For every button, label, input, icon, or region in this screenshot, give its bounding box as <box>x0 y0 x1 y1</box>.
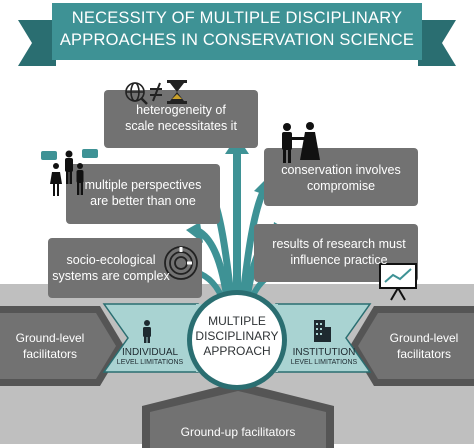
left-facilitators-inner <box>0 313 116 379</box>
building-icon <box>314 320 331 342</box>
left-facilitators-text: Ground-level facilitators <box>4 330 96 362</box>
globe-icon <box>125 82 148 105</box>
center-line-3: APPROACH <box>203 344 271 358</box>
socio-ecological-text: socio-ecological systems are complex <box>48 252 174 284</box>
center-line-2: DISCIPLINARY <box>195 329 279 343</box>
perspectives-text: multiple perspectives are better than on… <box>66 177 220 209</box>
ground-up-facilitators-inner <box>150 391 326 448</box>
center-approach-text: MULTIPLE DISCIPLINARY APPROACH <box>188 314 286 359</box>
handshake-icon <box>282 122 320 163</box>
person-icon <box>143 320 151 343</box>
title-banner <box>18 3 456 66</box>
practice-text: results of research must influence pract… <box>260 236 418 268</box>
individual-limitations-sub: LEVEL LIMITATIONS <box>116 359 184 366</box>
socio-ecological-line-2: systems are complex <box>52 269 170 283</box>
hourglass-icon <box>167 80 187 104</box>
perspectives-line-1: multiple perspectives <box>84 178 202 192</box>
compromise-box <box>264 148 418 206</box>
compromise-text: conservation involves compromise <box>264 162 418 194</box>
institution-limitations-sub: LEVEL LIMITATIONS <box>290 359 358 366</box>
left-facilitators-line-2: facilitators <box>22 347 78 361</box>
title-banner-text: NECESSITY OF MULTIPLE DISCIPLINARY APPRO… <box>56 7 418 51</box>
compromise-line-2: compromise <box>306 179 376 193</box>
title-line-2: APPROACHES IN CONSERVATION SCIENCE <box>59 31 415 49</box>
practice-line-2: influence practice <box>290 253 388 267</box>
maze-icon <box>164 246 198 280</box>
heterogeneity-text: heterogeneity of scale necessitates it <box>104 102 258 134</box>
heterogeneity-box <box>104 90 258 148</box>
socio-ecological-line-1: socio-ecological <box>66 253 156 267</box>
center-circle-inner <box>192 295 282 385</box>
right-facilitators-text: Ground-level facilitators <box>378 330 470 362</box>
heterogeneity-line-1: heterogeneity of <box>136 103 226 117</box>
title-line-1: NECESSITY OF MULTIPLE DISCIPLINARY <box>71 9 403 27</box>
ground-up-facilitators-text: Ground-up facilitators <box>180 425 296 439</box>
right-facilitators-line-2: facilitators <box>396 347 452 361</box>
banner-tail-right <box>418 20 456 66</box>
practice-line-1: results of research must <box>272 237 406 251</box>
right-facilitators-inner <box>358 313 474 379</box>
center-line-1: MULTIPLE <box>208 314 266 328</box>
heterogeneity-line-2: scale necessitates it <box>125 119 237 133</box>
perspectives-line-2: are better than one <box>90 194 196 208</box>
socio-ecological-box <box>48 238 202 298</box>
left-facilitators-line-1: Ground-level <box>15 331 85 345</box>
institution-limitations-title: INSTITUTION <box>292 347 356 358</box>
banner-tail-left <box>18 20 56 66</box>
perspectives-box <box>66 164 220 224</box>
presentation-chart-icon <box>379 263 417 301</box>
individual-limitations-title: INDIVIDUAL <box>121 347 179 358</box>
individual-limitations-arrow <box>102 303 199 373</box>
people-speech-icon <box>41 149 98 196</box>
right-facilitators-line-1: Ground-level <box>389 331 459 345</box>
not-equal-icon <box>150 82 162 102</box>
practice-box <box>254 224 418 282</box>
compromise-line-1: conservation involves <box>281 163 401 177</box>
banner-body <box>52 3 422 60</box>
